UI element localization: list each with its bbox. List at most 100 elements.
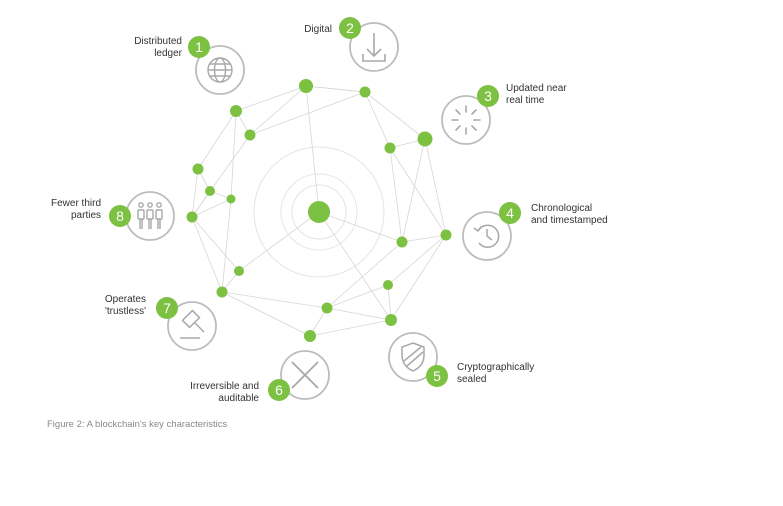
badge-number: 5 bbox=[433, 368, 441, 384]
label-distributed-ledger: Distributed ledger bbox=[134, 36, 182, 60]
network-edge bbox=[191, 216, 240, 272]
label-line: sealed bbox=[457, 374, 487, 385]
characteristic-1-distributed-ledger bbox=[195, 45, 245, 95]
characteristic-7-trustless bbox=[167, 301, 217, 351]
network-node bbox=[230, 105, 242, 117]
badge-5: 5 bbox=[426, 365, 448, 387]
badge-number: 8 bbox=[116, 208, 124, 224]
network-node bbox=[299, 79, 313, 93]
network-edge bbox=[191, 168, 199, 218]
network-node bbox=[234, 266, 244, 276]
network-edge bbox=[221, 198, 232, 293]
network-edge bbox=[230, 110, 237, 200]
badge-number: 1 bbox=[195, 39, 203, 55]
label-line: parties bbox=[70, 210, 101, 221]
network-edge bbox=[318, 211, 403, 243]
label-irreversible-auditable: Irreversible and auditable bbox=[190, 381, 259, 405]
label-cryptographically-sealed: Cryptographically sealed bbox=[457, 362, 534, 386]
label-line: auditable bbox=[218, 393, 259, 404]
badge-number: 7 bbox=[163, 300, 171, 316]
center-rings bbox=[253, 146, 385, 278]
badge-1: 1 bbox=[188, 36, 210, 58]
network-node bbox=[383, 280, 393, 290]
network-edge bbox=[191, 216, 223, 293]
clock-refresh-icon bbox=[473, 224, 500, 248]
characteristic-5-cryptographically-sealed bbox=[388, 332, 438, 382]
label-line: Fewer third bbox=[50, 198, 101, 209]
label-line: Irreversible and bbox=[190, 381, 259, 392]
network-edge bbox=[387, 234, 447, 286]
network-edge bbox=[401, 234, 447, 243]
network-node bbox=[385, 314, 397, 326]
label-line: real time bbox=[506, 95, 545, 106]
network-edge bbox=[249, 85, 307, 136]
network-edge bbox=[249, 91, 366, 136]
network-node bbox=[417, 131, 433, 147]
network-nodes bbox=[186, 79, 452, 342]
network-edge bbox=[221, 291, 311, 337]
network-edge bbox=[326, 307, 392, 321]
characteristic-8-fewer-third-parties bbox=[125, 191, 175, 241]
network-node bbox=[359, 86, 371, 98]
download-icon bbox=[362, 33, 386, 62]
badge-number: 3 bbox=[484, 88, 492, 104]
network-edge bbox=[364, 91, 426, 140]
label-line: Updated near bbox=[506, 83, 567, 94]
network-node bbox=[226, 194, 236, 204]
network-node bbox=[216, 286, 228, 298]
badge-2: 2 bbox=[339, 17, 361, 39]
network-edge bbox=[305, 85, 366, 93]
label-operates-trustless: Operates 'trustless' bbox=[105, 294, 146, 318]
label-fewer-third-parties: Fewer third parties bbox=[51, 198, 101, 222]
shield-icon bbox=[401, 342, 425, 372]
network-edge bbox=[191, 198, 232, 218]
badge-number: 2 bbox=[346, 20, 354, 36]
label-line: ledger bbox=[154, 48, 182, 59]
characteristic-2-digital bbox=[349, 22, 399, 72]
characteristic-4-chronological bbox=[462, 211, 512, 261]
label-line: 'trustless' bbox=[104, 306, 146, 317]
characteristic-6-irreversible-auditable bbox=[280, 350, 330, 400]
network-edge bbox=[238, 211, 320, 272]
network-edge bbox=[305, 85, 320, 213]
network-node bbox=[396, 236, 408, 248]
network-node bbox=[192, 163, 204, 175]
network-node bbox=[244, 129, 256, 141]
network-edge bbox=[424, 138, 447, 236]
label-line: Cryptographically bbox=[457, 362, 535, 373]
label-chronological-timestamped: Chronological and timestamped bbox=[531, 203, 608, 227]
figure-caption: Figure 2: A blockchain's key characteris… bbox=[47, 419, 228, 430]
badge-number: 6 bbox=[275, 382, 283, 398]
network-edge bbox=[326, 284, 389, 309]
network-edge bbox=[197, 110, 237, 170]
badge-number: 4 bbox=[506, 205, 514, 221]
network-edge bbox=[309, 319, 392, 337]
characteristic-3-updated-near-real-time bbox=[441, 95, 491, 145]
label-updated-near-real-time: Updated near real time bbox=[506, 83, 567, 107]
badge-4: 4 bbox=[499, 202, 521, 224]
network-edge bbox=[326, 241, 403, 309]
badge-8: 8 bbox=[109, 205, 131, 227]
network-node bbox=[440, 229, 452, 241]
network-edge bbox=[221, 291, 328, 309]
globe-icon bbox=[207, 57, 233, 83]
label-digital: Digital bbox=[304, 24, 332, 36]
network-edge bbox=[191, 134, 251, 218]
badge-3: 3 bbox=[477, 85, 499, 107]
network-node bbox=[321, 302, 333, 314]
network-node bbox=[304, 330, 316, 342]
network-node bbox=[384, 142, 396, 154]
network-edge bbox=[318, 211, 392, 321]
label-line: Operates bbox=[104, 294, 146, 305]
gavel-icon bbox=[180, 309, 205, 339]
cross-icon bbox=[291, 361, 319, 389]
network-node bbox=[186, 211, 198, 223]
label-line: Distributed bbox=[134, 36, 182, 47]
network-edge bbox=[235, 85, 307, 112]
network-edge bbox=[389, 147, 403, 243]
network-edge bbox=[364, 91, 391, 149]
network-edge bbox=[390, 234, 447, 321]
loading-burst-icon bbox=[451, 105, 481, 135]
label-line: and timestamped bbox=[531, 215, 608, 226]
network-edge bbox=[389, 147, 447, 236]
